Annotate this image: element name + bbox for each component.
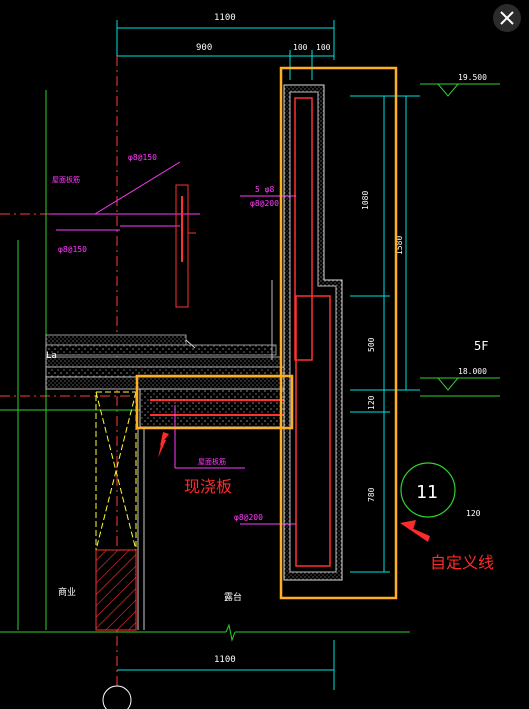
close-icon bbox=[500, 11, 514, 25]
elevation-mark-lower bbox=[420, 377, 500, 397]
label-terrace: 露台 bbox=[224, 591, 242, 603]
dim-top-900: 900 bbox=[196, 43, 212, 53]
highlight-custom-line[interactable] bbox=[279, 66, 398, 600]
close-button[interactable] bbox=[493, 4, 521, 32]
label-phi8-200-lower: φ8@200 bbox=[234, 513, 263, 522]
axis-bubble-11 bbox=[400, 462, 456, 518]
dim-top-100a: 100 bbox=[293, 43, 308, 52]
arrow-cast-slab bbox=[158, 432, 169, 458]
label-phi8-150-top: φ8@150 bbox=[128, 153, 157, 162]
dim-right-780: 780 bbox=[367, 487, 376, 502]
roof-slab-layers bbox=[45, 334, 292, 390]
label-slab-rebar: 屋面板筋 bbox=[198, 457, 226, 466]
dim-right-120: 120 bbox=[367, 395, 376, 410]
top-dimensions bbox=[116, 20, 335, 80]
parapet-wall bbox=[240, 84, 343, 581]
dim-top-total: 1100 bbox=[214, 13, 236, 23]
label-commerce: 商业 bbox=[58, 586, 76, 598]
dim-right-1580: 1580 bbox=[395, 236, 404, 255]
ground-line bbox=[0, 623, 410, 642]
dim-right-500: 500 bbox=[367, 337, 376, 352]
dim-right-1080: 1080 bbox=[361, 191, 370, 210]
label-5phi8: 5 φ8 bbox=[255, 185, 274, 194]
label-phi8-150-mid: φ8@150 bbox=[58, 245, 87, 254]
highlight-cast-slab[interactable] bbox=[135, 374, 294, 430]
dim-bottom-total: 1100 bbox=[214, 655, 236, 665]
label-small-120: 120 bbox=[466, 509, 481, 518]
right-dimension-chain bbox=[350, 95, 420, 573]
annotation-cast-slab: 现浇板 bbox=[184, 477, 232, 496]
label-roof-rebar-top: 屋面板筋 bbox=[52, 175, 80, 184]
dim-top-100b: 100 bbox=[316, 43, 331, 52]
arrow-custom-line bbox=[400, 520, 430, 542]
axis-bubble-number: 11 bbox=[416, 482, 438, 503]
label-la: La bbox=[46, 351, 57, 361]
elevation-upper: 19.500 bbox=[458, 73, 487, 82]
elevation-lower: 18.000 bbox=[458, 367, 487, 376]
column-left bbox=[95, 391, 145, 631]
bottom-dimension bbox=[117, 640, 335, 690]
upper-rebar-detail bbox=[50, 161, 200, 308]
label-phi8-200-upper: φ8@200 bbox=[250, 199, 279, 208]
annotation-custom-line: 自定义线 bbox=[430, 553, 494, 572]
floor-label: 5F bbox=[474, 339, 488, 353]
elevation-mark-upper bbox=[420, 83, 500, 97]
bottom-axis-bubble bbox=[102, 685, 132, 709]
